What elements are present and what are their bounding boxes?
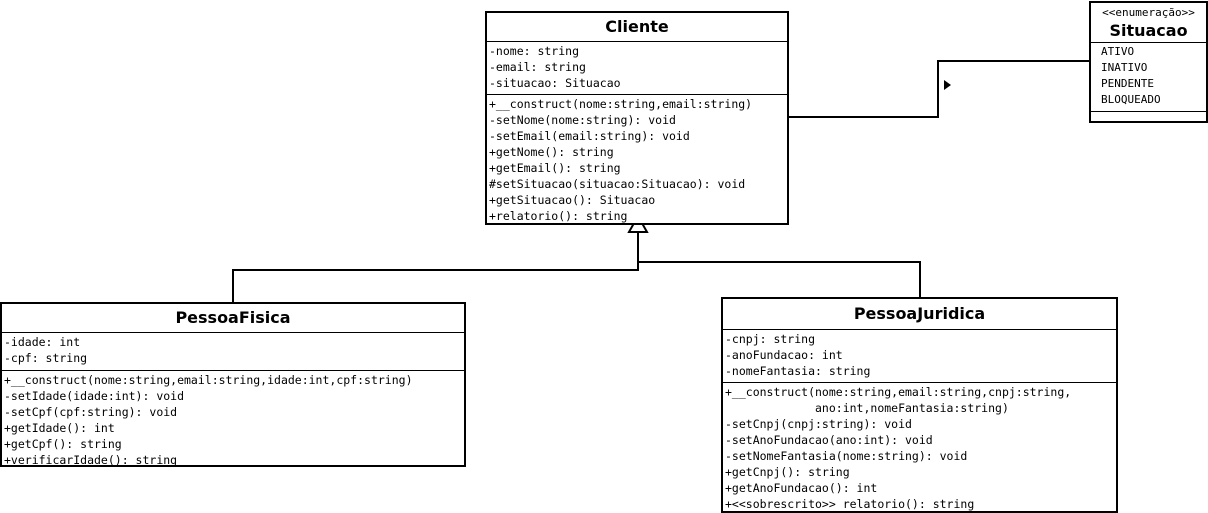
enum-value: BLOQUEADO <box>1101 93 1161 106</box>
method: +getCpf(): string <box>4 437 122 451</box>
attribute: -nomeFantasia: string <box>725 364 871 378</box>
method: -setCpf(cpf:string): void <box>4 405 178 419</box>
methods-section: +__construct(nome:string,email:string,id… <box>2 370 464 468</box>
method: ano:int,nomeFantasia:string) <box>725 401 1009 415</box>
methods-section: +__construct(nome:string,email:string) -… <box>487 94 787 224</box>
class-pessoafisica[interactable]: PessoaFisica -idade: int -cpf: string +_… <box>0 302 466 467</box>
method: +getEmail(): string <box>489 161 621 175</box>
method: +__construct(nome:string,email:string,cn… <box>725 385 1072 399</box>
attribute: -nome: string <box>489 44 580 58</box>
enum-value: ATIVO <box>1101 45 1135 58</box>
method: -setEmail(email:string): void <box>489 129 690 143</box>
method: +__construct(nome:string,email:string) <box>489 97 753 111</box>
class-name-pessoafisica: PessoaFisica <box>175 308 291 327</box>
method: +__construct(nome:string,email:string,id… <box>4 373 413 387</box>
attributes-section: -idade: int -cpf: string <box>2 332 464 370</box>
attribute: -cpf: string <box>4 351 88 365</box>
class-name-cliente: Cliente <box>605 17 669 36</box>
method: #setSituacao(situacao:Situacao): void <box>489 177 746 191</box>
method: -setIdade(idade:int): void <box>4 389 185 403</box>
attribute: -anoFundacao: int <box>725 348 843 362</box>
enum-situacao[interactable]: <<enumeração>> Situacao ATIVO INATIVO PE… <box>1089 1 1208 123</box>
association-line <box>788 60 1090 118</box>
methods-section: +__construct(nome:string,email:string,cn… <box>723 382 1116 512</box>
class-cliente[interactable]: Cliente -nome: string -email: string -si… <box>485 11 789 225</box>
attribute: -cnpj: string <box>725 332 816 346</box>
enum-stereotype: <<enumeração>> <box>1102 6 1195 19</box>
generalization-line-pessoajuridica <box>638 261 921 297</box>
attribute: -email: string <box>489 60 586 74</box>
method: -setCnpj(cnpj:string): void <box>725 417 912 431</box>
method: +verificarIdade(): string <box>4 453 178 467</box>
enum-values-section: ATIVO INATIVO PENDENTE BLOQUEADO <box>1091 42 1206 111</box>
enum-value: INATIVO <box>1101 61 1148 74</box>
method: +relatorio(): string <box>489 209 628 223</box>
method: +getSituacao(): Situacao <box>489 193 656 207</box>
attributes-section: -nome: string -email: string -situacao: … <box>487 41 787 94</box>
association-direction-arrow <box>944 80 951 90</box>
enum-name-situacao: Situacao <box>1109 21 1188 40</box>
attributes-section: -cnpj: string -anoFundacao: int -nomeFan… <box>723 329 1116 382</box>
method: +getNome(): string <box>489 145 614 159</box>
class-name-pessoajuridica: PessoaJuridica <box>853 304 986 323</box>
class-pessoajuridica[interactable]: PessoaJuridica -cnpj: string -anoFundaca… <box>721 297 1118 513</box>
method: +getIdade(): int <box>4 421 115 435</box>
method: +getCnpj(): string <box>725 465 850 479</box>
attribute: -idade: int <box>4 335 81 349</box>
method: -setNomeFantasia(nome:string): void <box>725 449 968 463</box>
method: +<<sobrescrito>> relatorio(): string <box>725 497 975 511</box>
generalization-line-pessoafisica <box>232 232 639 302</box>
method: -setNome(nome:string): void <box>489 113 676 127</box>
attribute: -situacao: Situacao <box>489 76 621 90</box>
method: -setAnoFundacao(ano:int): void <box>725 433 933 447</box>
method: +getAnoFundacao(): int <box>725 481 878 495</box>
enum-value: PENDENTE <box>1101 77 1154 90</box>
enum-empty-section <box>1091 111 1206 112</box>
